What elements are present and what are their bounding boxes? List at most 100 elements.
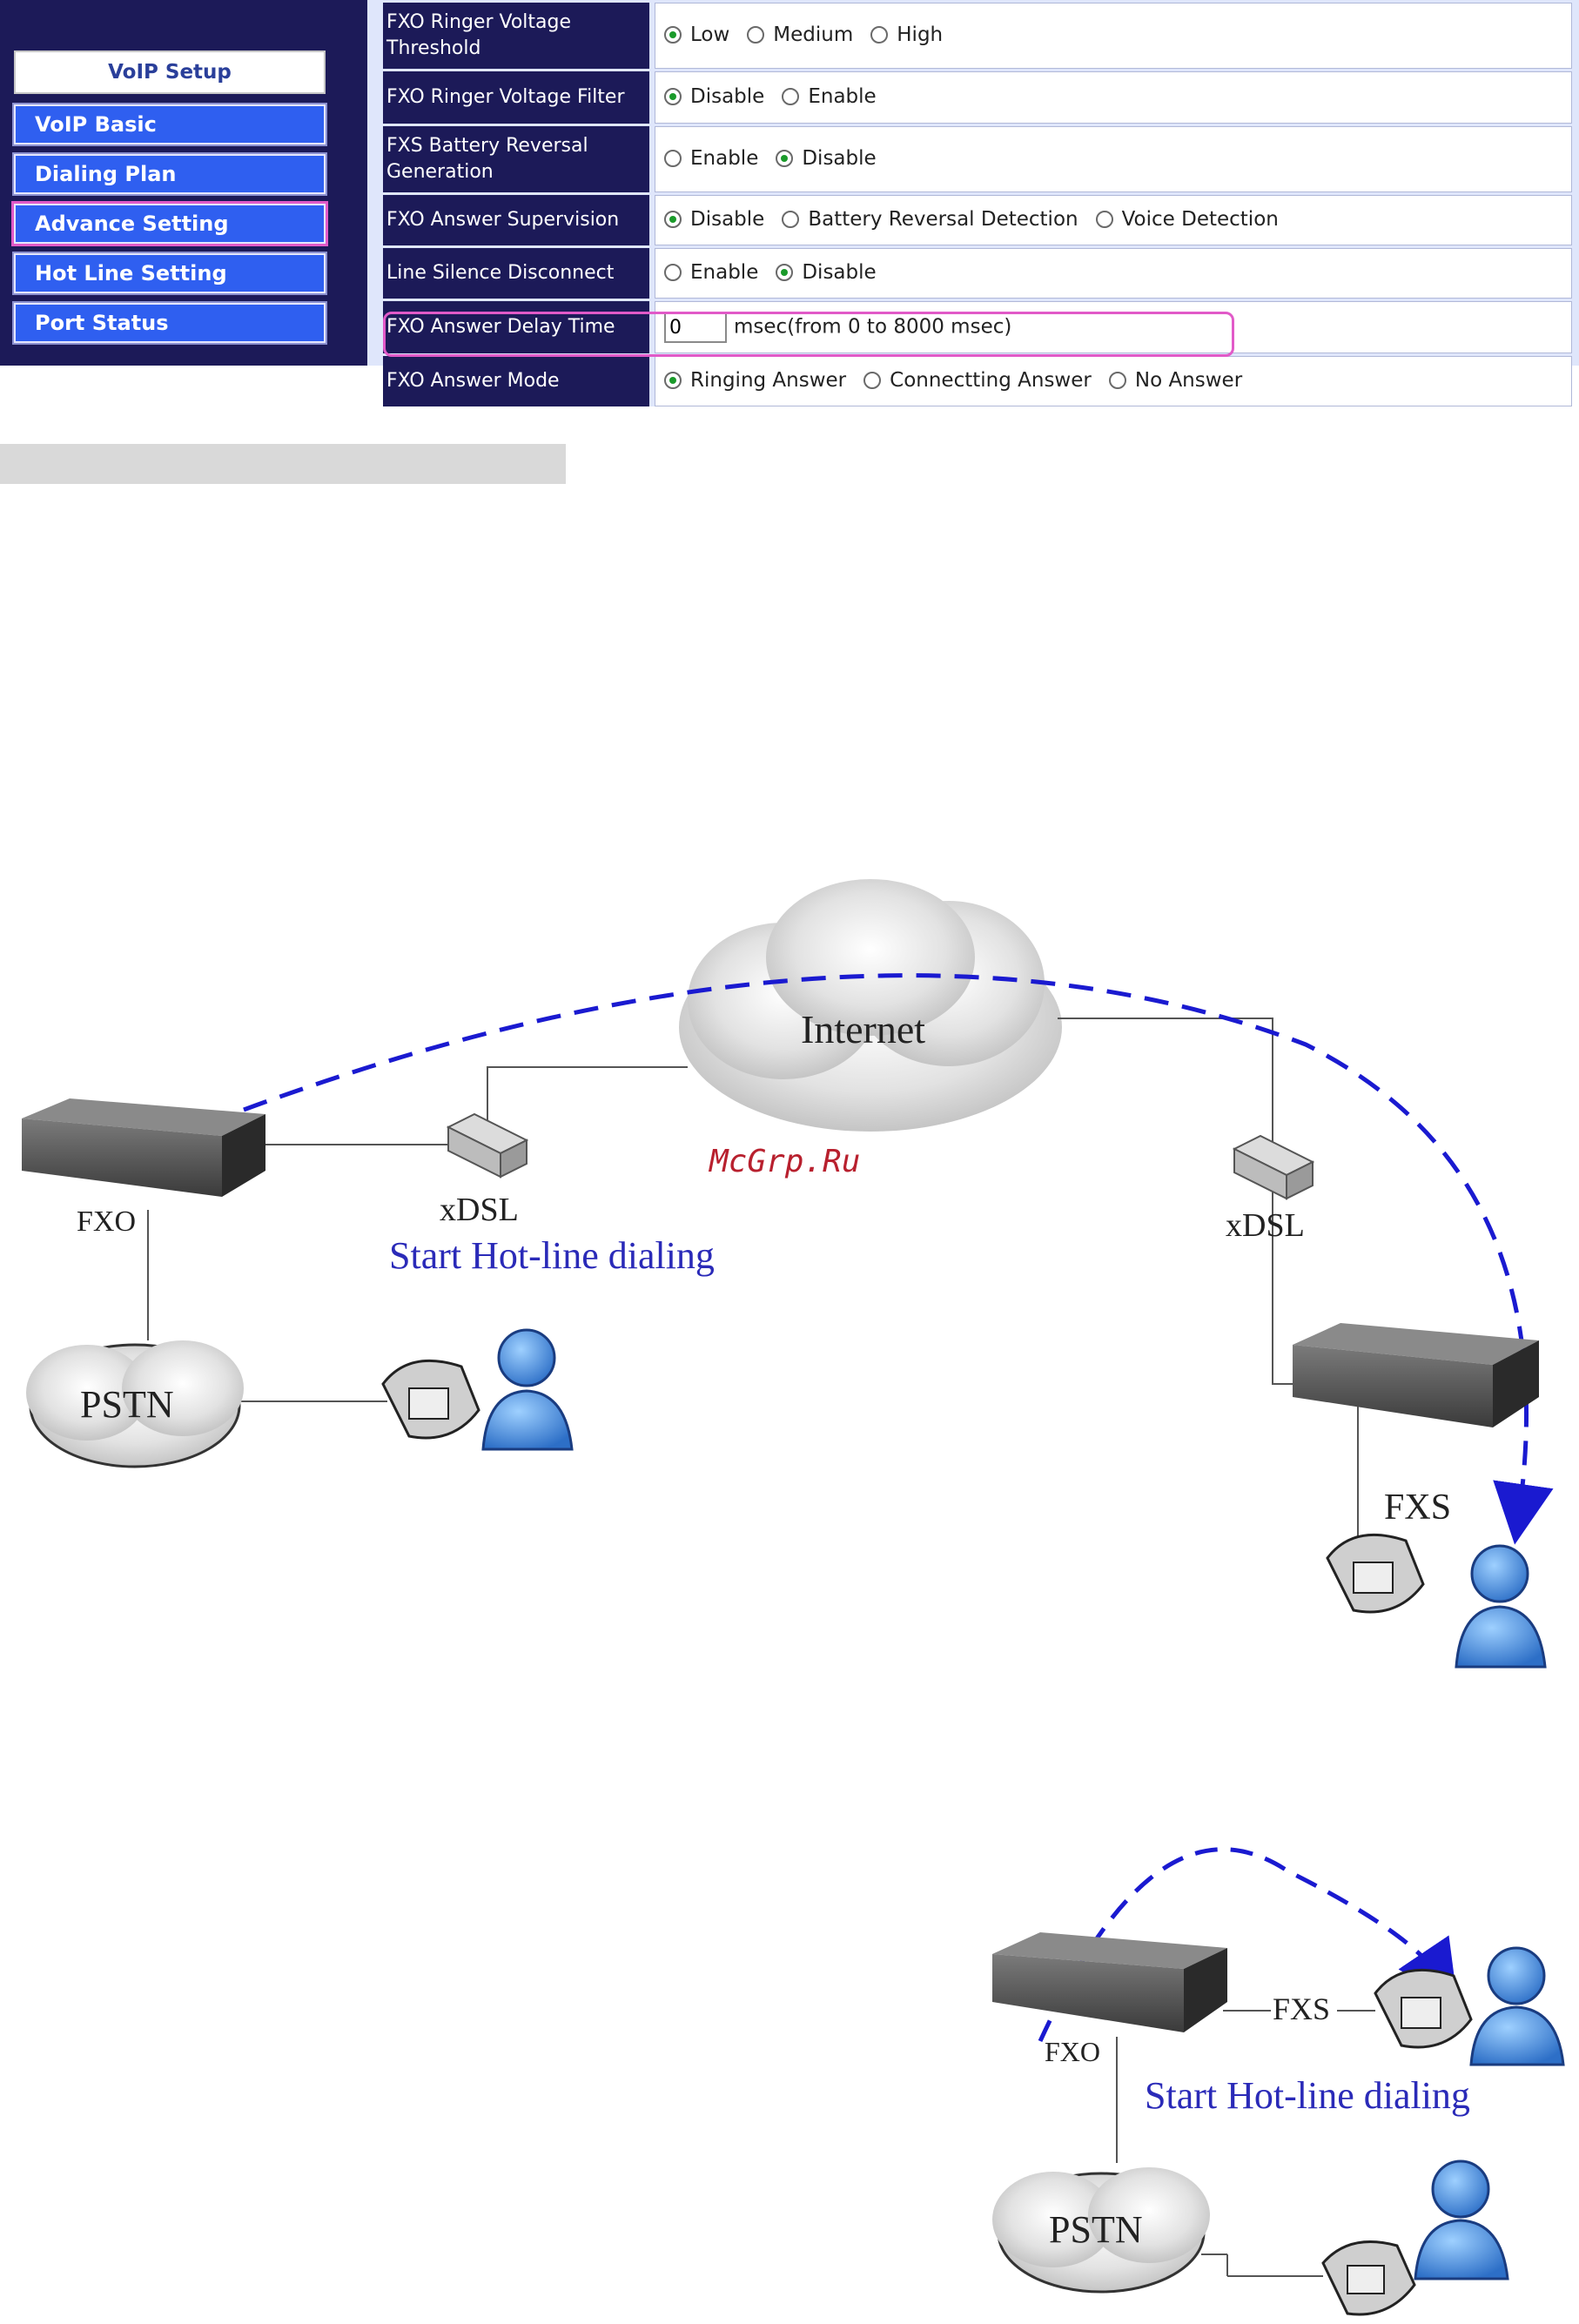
radio-option-label: No Answer	[1134, 368, 1243, 392]
fxs-label-2: FXS	[1273, 1992, 1330, 2026]
radio-button-icon[interactable]	[664, 25, 682, 44]
radio-option[interactable]: Connectting Answer	[863, 369, 1092, 392]
radio-option-label: Enable	[808, 84, 877, 108]
settings-row: FXO Ringer Voltage Threshold Low Medium Hig…	[383, 3, 1572, 69]
radio-option-label: Disable	[802, 146, 877, 170]
person-icon-right	[1455, 1544, 1547, 1669]
radio-button-icon[interactable]	[1095, 210, 1113, 228]
telephone-icon-2-top	[1374, 1968, 1473, 2049]
telephone-icon-right	[1326, 1533, 1425, 1614]
radio-option[interactable]: Disable	[664, 208, 764, 231]
setting-label: FXO Ringer Voltage Threshold	[383, 3, 655, 69]
hotline-caption-1: Start Hot-line dialing	[389, 1234, 715, 1277]
radio-option-label: Voice Detection	[1121, 207, 1279, 231]
person-icon-left	[481, 1328, 574, 1451]
radio-option[interactable]: Ringing Answer	[664, 369, 846, 392]
sidebar-item-voip-basic[interactable]: VoIP Basic	[12, 103, 327, 146]
gateway-device-icon-2	[992, 1932, 1227, 2032]
advance-settings-table: FXO Ringer Voltage Threshold Low Medium Hig…	[383, 0, 1572, 409]
radio-button-icon[interactable]	[664, 263, 682, 281]
radio-button-icon[interactable]	[664, 149, 682, 167]
radio-option[interactable]: Disable	[776, 146, 877, 170]
setting-label: FXO Answer Mode	[383, 356, 655, 406]
radio-option[interactable]: No Answer	[1108, 368, 1243, 392]
hotline-call-arc-1	[243, 973, 1554, 1545]
person-icon-2-bottom	[1414, 2159, 1509, 2280]
diagram1-connections	[147, 1018, 1359, 1541]
fxo-label: FXO	[77, 1206, 136, 1238]
telephone-icon-2-bottom	[1321, 2240, 1416, 2316]
telephone-icon-left	[381, 1359, 480, 1440]
radio-option-label: Connectting Answer	[890, 368, 1092, 392]
watermark-text: McGrp.Ru	[708, 1144, 860, 1179]
sidebar-item-port-status[interactable]: Port Status	[12, 301, 327, 345]
radio-option-label: Disable	[690, 84, 765, 108]
setting-value: Disable Enable	[655, 71, 1572, 124]
radio-option[interactable]: Medium	[747, 24, 853, 46]
advance-settings-panel: FXO Ringer Voltage Threshold Low Medium Hig…	[367, 0, 1579, 406]
fxs-label: FXS	[1384, 1488, 1451, 1528]
radio-option[interactable]: High	[870, 24, 943, 46]
radio-option[interactable]: Battery Reversal Detection	[782, 208, 1078, 231]
radio-button-icon[interactable]	[664, 210, 682, 228]
radio-option-label: Battery Reversal Detection	[808, 207, 1078, 231]
voip-setup-sidebar: VoIP Setup VoIP Basic Dialing Plan Advan…	[0, 0, 367, 366]
pstn-label-2: PSTN	[1049, 2208, 1143, 2251]
settings-row: Line Silence Disconnect Enable Disable	[383, 248, 1572, 299]
radio-button-icon[interactable]	[782, 87, 800, 105]
fxs-gateway-device-icon	[1293, 1323, 1539, 1427]
hotline-caption-2: Start Hot-line dialing	[1145, 2074, 1470, 2117]
radio-option[interactable]: Low	[664, 24, 729, 46]
radio-option-label: High	[897, 23, 944, 46]
radio-button-icon[interactable]	[776, 149, 794, 167]
pstn-cloud-icon-2	[992, 2167, 1210, 2294]
answer-delay-input[interactable]	[664, 312, 727, 343]
radio-option-label: Disable	[802, 260, 877, 284]
person-icon-2-top	[1469, 1946, 1565, 2066]
fxo-gateway-device-icon	[22, 1098, 265, 1197]
setting-value: Enable Disable	[655, 248, 1572, 299]
radio-button-icon[interactable]	[664, 371, 682, 389]
radio-button-icon[interactable]	[863, 371, 882, 389]
diagram2-connections	[1116, 2010, 1375, 2277]
hotline-call-arc-2	[1038, 1847, 1458, 2043]
radio-option[interactable]: Enable	[664, 261, 758, 284]
radio-option[interactable]: Disable	[776, 260, 877, 284]
radio-button-icon[interactable]	[870, 25, 889, 44]
setting-label: Line Silence Disconnect	[383, 248, 655, 299]
sidebar-item-advance-setting[interactable]: Advance Setting	[11, 201, 328, 246]
radio-option[interactable]: Voice Detection	[1095, 207, 1279, 231]
radio-button-icon[interactable]	[782, 210, 800, 228]
setting-value: Disable Battery Reversal Detection Voice D…	[655, 195, 1572, 245]
radio-button-icon[interactable]	[1108, 371, 1126, 389]
internet-cloud-icon	[679, 879, 1062, 1132]
radio-option-label: Low	[690, 23, 730, 46]
radio-button-icon[interactable]	[747, 25, 765, 44]
sidebar-item-hot-line-setting[interactable]: Hot Line Setting	[12, 252, 327, 295]
xdsl-right-label: xDSL	[1226, 1207, 1305, 1244]
radio-option[interactable]: Enable	[782, 84, 877, 108]
radio-button-icon[interactable]	[664, 87, 682, 105]
radio-option-label: Ringing Answer	[690, 368, 847, 392]
setting-value: Enable Disable	[655, 126, 1572, 192]
radio-option[interactable]: Enable	[664, 147, 758, 170]
internet-label: Internet	[801, 1007, 925, 1051]
xdsl-left-label: xDSL	[440, 1192, 519, 1228]
pstn-cloud-icon-1	[26, 1340, 244, 1468]
sidebar-item-dialing-plan[interactable]: Dialing Plan	[12, 152, 327, 196]
setting-value: msec(from 0 to 8000 msec)	[655, 301, 1572, 353]
section-divider-bar	[0, 444, 566, 484]
fxo-label-2: FXO	[1045, 2036, 1100, 2067]
radio-option-label: Disable	[690, 207, 765, 231]
setting-label: FXO Answer Supervision	[383, 195, 655, 245]
radio-option[interactable]: Disable	[664, 85, 764, 108]
radio-button-icon[interactable]	[776, 263, 794, 281]
settings-row: FXO Answer Delay Timemsec(from 0 to 8000…	[383, 301, 1572, 353]
answer-delay-hint: msec(from 0 to 8000 msec)	[734, 315, 1012, 339]
setting-value: Low Medium High	[655, 3, 1572, 69]
xdsl-modem-left-icon	[446, 1112, 529, 1179]
settings-row: FXO Answer Supervision Disable Battery Rev…	[383, 195, 1572, 245]
radio-option-label: Medium	[773, 23, 854, 46]
